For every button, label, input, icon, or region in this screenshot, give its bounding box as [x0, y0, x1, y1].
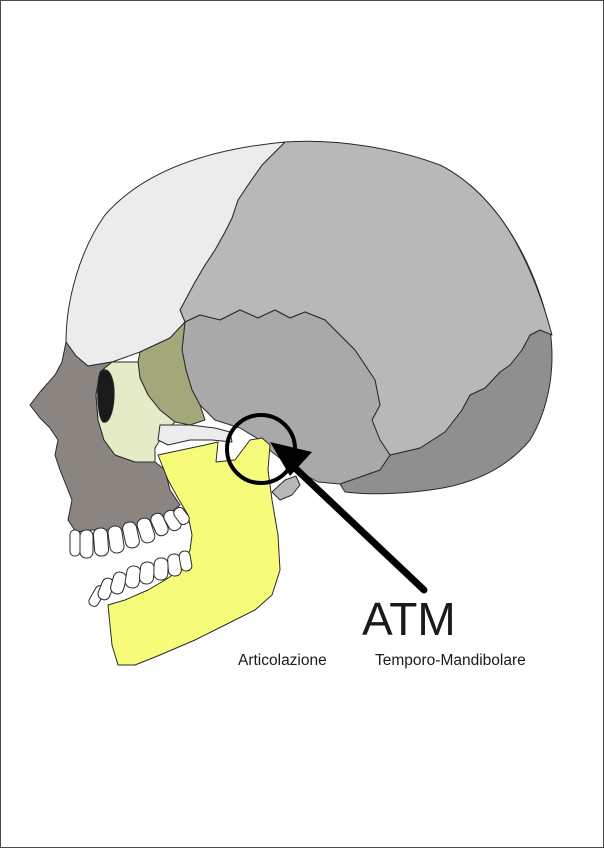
zygomatic-arch [157, 424, 233, 446]
label-temporo-mandibolare: Temporo-Mandibolare [375, 652, 526, 669]
pointer-arrow-head [270, 442, 312, 476]
mastoid-process [271, 475, 301, 501]
orbit [97, 369, 115, 423]
tooth [136, 517, 156, 544]
tooth [173, 506, 190, 526]
lower-teeth [88, 550, 193, 607]
label-atm: ATM [362, 593, 456, 645]
tooth [139, 561, 155, 585]
tooth [122, 521, 140, 549]
tooth [153, 557, 169, 581]
tooth [107, 525, 125, 554]
tooth [178, 550, 193, 572]
tooth [69, 529, 81, 557]
tooth [92, 527, 110, 557]
pointer-arrow-shaft [291, 464, 428, 594]
frontal-bone [65, 141, 286, 367]
zygomatic-bone [95, 361, 176, 463]
tooth [110, 571, 127, 595]
upper-teeth [69, 506, 190, 559]
label-articolazione: Articolazione [238, 652, 327, 669]
temporal-bone [181, 309, 391, 485]
tooth [79, 529, 94, 559]
